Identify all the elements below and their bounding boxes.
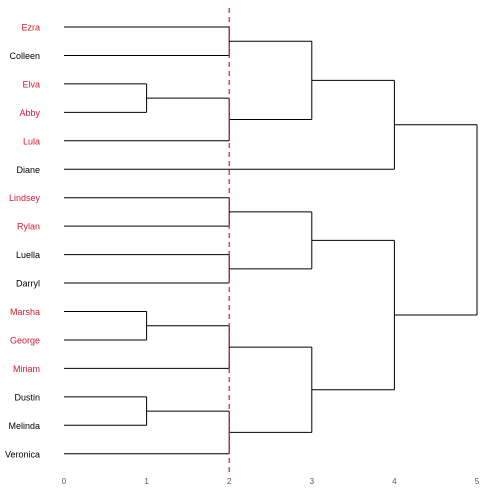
leaf-label-rylan: Rylan bbox=[17, 222, 40, 232]
leaf-label-dustin: Dustin bbox=[14, 392, 40, 402]
leaf-label-lindsey: Lindsey bbox=[9, 193, 41, 203]
leaf-label-abby: Abby bbox=[19, 108, 40, 118]
leaf-label-marsha: Marsha bbox=[10, 307, 40, 317]
leaf-label-colleen: Colleen bbox=[9, 51, 40, 61]
leaf-label-melinda: Melinda bbox=[8, 421, 40, 431]
x-axis-ticks: 0 1 2 3 4 5 bbox=[62, 477, 480, 486]
leaf-label-lula: Lula bbox=[23, 136, 40, 146]
leaf-label-darryl: Darryl bbox=[16, 279, 40, 289]
leaf-label-luella: Luella bbox=[16, 250, 40, 260]
x-tick-5: 5 bbox=[475, 477, 480, 486]
leaf-label-ezra: Ezra bbox=[21, 23, 40, 33]
x-tick-2: 2 bbox=[227, 477, 232, 486]
x-tick-4: 4 bbox=[392, 477, 397, 486]
leaf-label-george: George bbox=[10, 335, 40, 345]
x-tick-3: 3 bbox=[310, 477, 315, 486]
leaf-labels: EzraColleenElvaAbbyLulaDianeLindseyRylan… bbox=[5, 23, 41, 460]
x-tick-0: 0 bbox=[62, 477, 67, 486]
x-tick-1: 1 bbox=[144, 477, 149, 486]
dendrogram-links bbox=[64, 26, 478, 455]
leaf-label-diane: Diane bbox=[16, 165, 40, 175]
leaf-label-veronica: Veronica bbox=[5, 449, 40, 459]
leaf-label-elva: Elva bbox=[22, 79, 40, 89]
leaf-label-miriam: Miriam bbox=[13, 364, 40, 374]
